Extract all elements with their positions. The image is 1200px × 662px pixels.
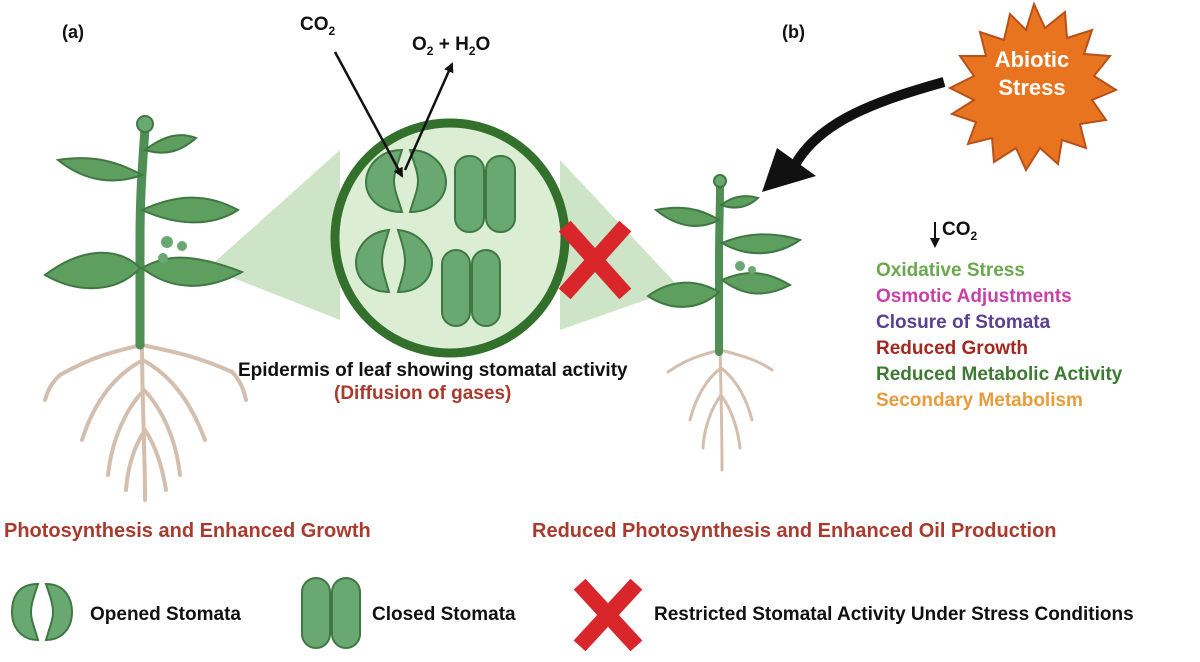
- co2-decrease-label: CO2: [942, 219, 978, 243]
- panel-b-label: (b): [782, 22, 805, 42]
- restricted-cross: [558, 220, 632, 300]
- epidermis-caption: Epidermis of leaf showing stomatal activ…: [238, 360, 628, 381]
- co2-in-arrow: [333, 51, 404, 178]
- closed-stoma: [454, 155, 516, 233]
- effect-reduced-growth: Reduced Growth: [876, 338, 1029, 359]
- magnification-cone: [208, 150, 340, 320]
- healthy-leaf: [139, 196, 240, 224]
- healthy-result-label: Photosynthesis and Enhanced Growth: [4, 520, 371, 542]
- stressed-plant: [646, 174, 803, 472]
- healthy-bud: [161, 236, 173, 248]
- legend-open-stoma-icon: [10, 582, 74, 642]
- stressed-leaf: [720, 272, 793, 295]
- o2-h2o-out-arrow: [403, 62, 454, 171]
- magnification-cone-right: [560, 160, 680, 330]
- stressed-leaf: [646, 281, 721, 308]
- healthy-bud: [158, 253, 168, 263]
- effect-osmotic-adjustments: Osmotic Adjustments: [876, 286, 1072, 307]
- legend-closed-label: Closed Stomata: [372, 604, 516, 625]
- stress-arrow-head: [762, 148, 816, 192]
- effect-oxidative-stress: Oxidative Stress: [876, 260, 1025, 281]
- healthy-plant-stem: [135, 123, 150, 350]
- stressed-leaf: [718, 195, 760, 209]
- diffusion-caption: (Diffusion of gases): [334, 383, 512, 404]
- stressed-leaf: [719, 233, 803, 255]
- panel-a-label: (a): [62, 22, 84, 42]
- abiotic-stress-starburst: [947, 1, 1119, 173]
- healthy-bud: [177, 241, 187, 251]
- stressed-result-label: Reduced Photosynthesis and Enhanced Oil …: [532, 520, 1057, 542]
- open-stoma: [364, 148, 448, 214]
- stressed-plant-roots: [666, 346, 774, 472]
- legend-restricted-label: Restricted Stomatal Activity Under Stres…: [654, 604, 1134, 625]
- stressed-bud: [748, 266, 756, 274]
- stress-arrow: [790, 77, 946, 168]
- healthy-plant: [43, 115, 248, 502]
- co2-in-label: CO2: [300, 14, 336, 38]
- o2-h2o-label: O2 + H2O: [412, 34, 491, 58]
- stressed-apex: [713, 174, 727, 188]
- stressed-leaf: [653, 206, 721, 227]
- effect-closure-of-stomata: Closure of Stomata: [876, 312, 1051, 333]
- healthy-plant-roots: [43, 338, 248, 502]
- open-stoma: [354, 228, 434, 294]
- legend-closed-stoma-icon: [301, 577, 361, 649]
- healthy-apex: [136, 115, 154, 133]
- effect-reduced-metabolic-activity: Reduced Metabolic Activity: [876, 364, 1123, 385]
- stressed-plant-stem: [715, 181, 724, 356]
- healthy-leaf: [43, 251, 142, 290]
- legend-cross-icon: [573, 578, 643, 652]
- stressed-bud: [735, 261, 745, 271]
- closed-stoma: [441, 249, 501, 327]
- healthy-leaf: [142, 134, 198, 154]
- effect-secondary-metabolism: Secondary Metabolism: [876, 390, 1083, 411]
- legend-opened-label: Opened Stomata: [90, 604, 241, 625]
- healthy-leaf: [55, 157, 145, 182]
- stomata-magnified-view: [330, 51, 570, 358]
